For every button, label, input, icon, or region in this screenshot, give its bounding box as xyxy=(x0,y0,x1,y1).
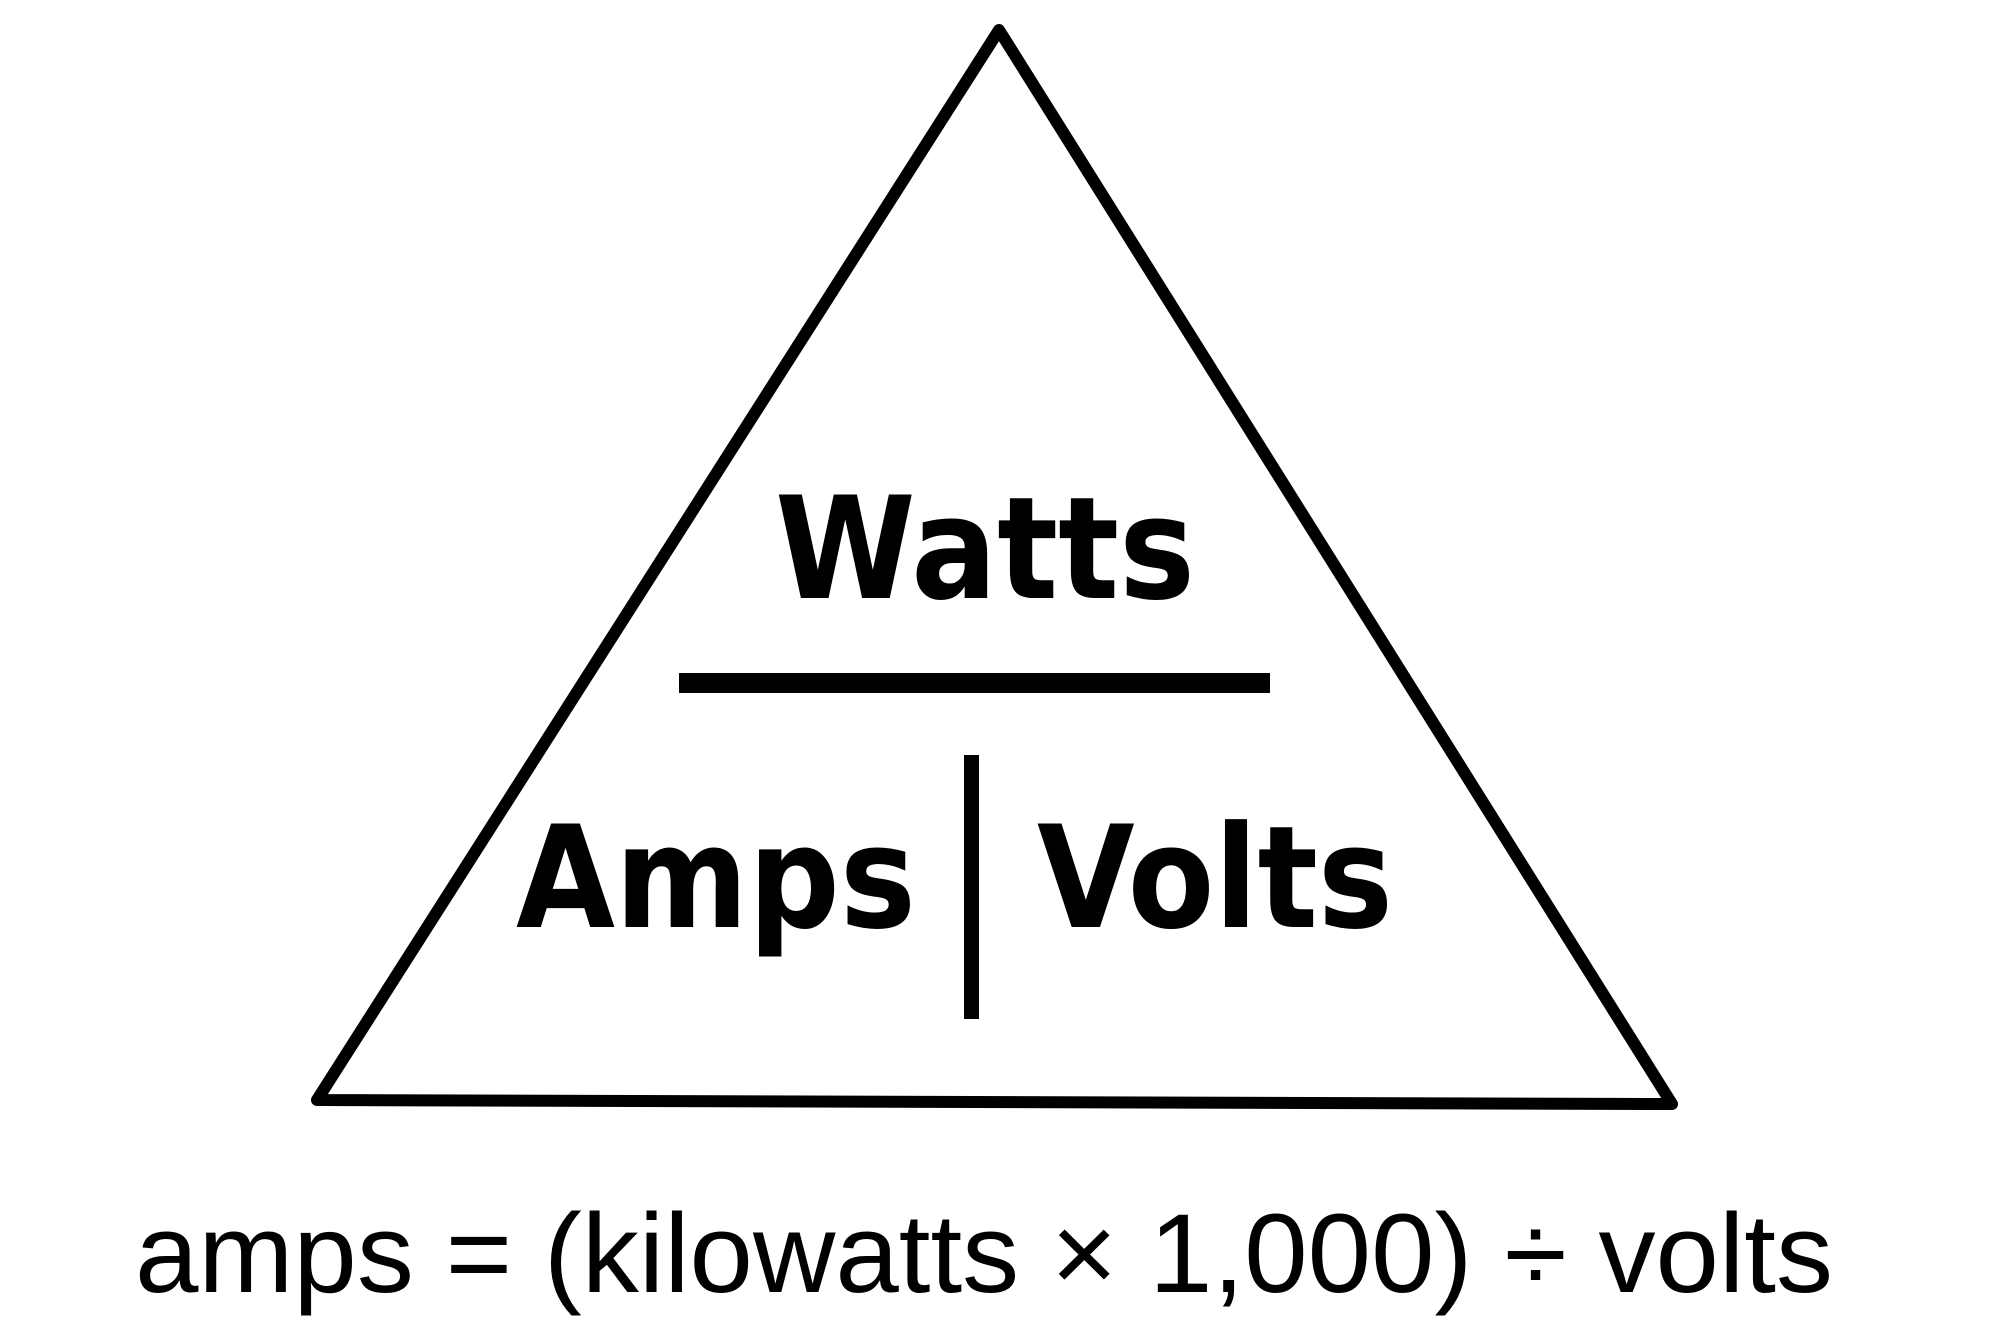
horizontal-divider xyxy=(679,673,1270,693)
watts-label: Watts xyxy=(775,467,1195,632)
amps-formula: amps = (kilowatts × 1,000) ÷ volts xyxy=(135,1191,1833,1316)
volts-label: Volts xyxy=(1037,796,1393,961)
vertical-divider xyxy=(964,755,979,1019)
amps-label: Amps xyxy=(516,796,916,961)
triangle-outline xyxy=(311,24,1678,1110)
